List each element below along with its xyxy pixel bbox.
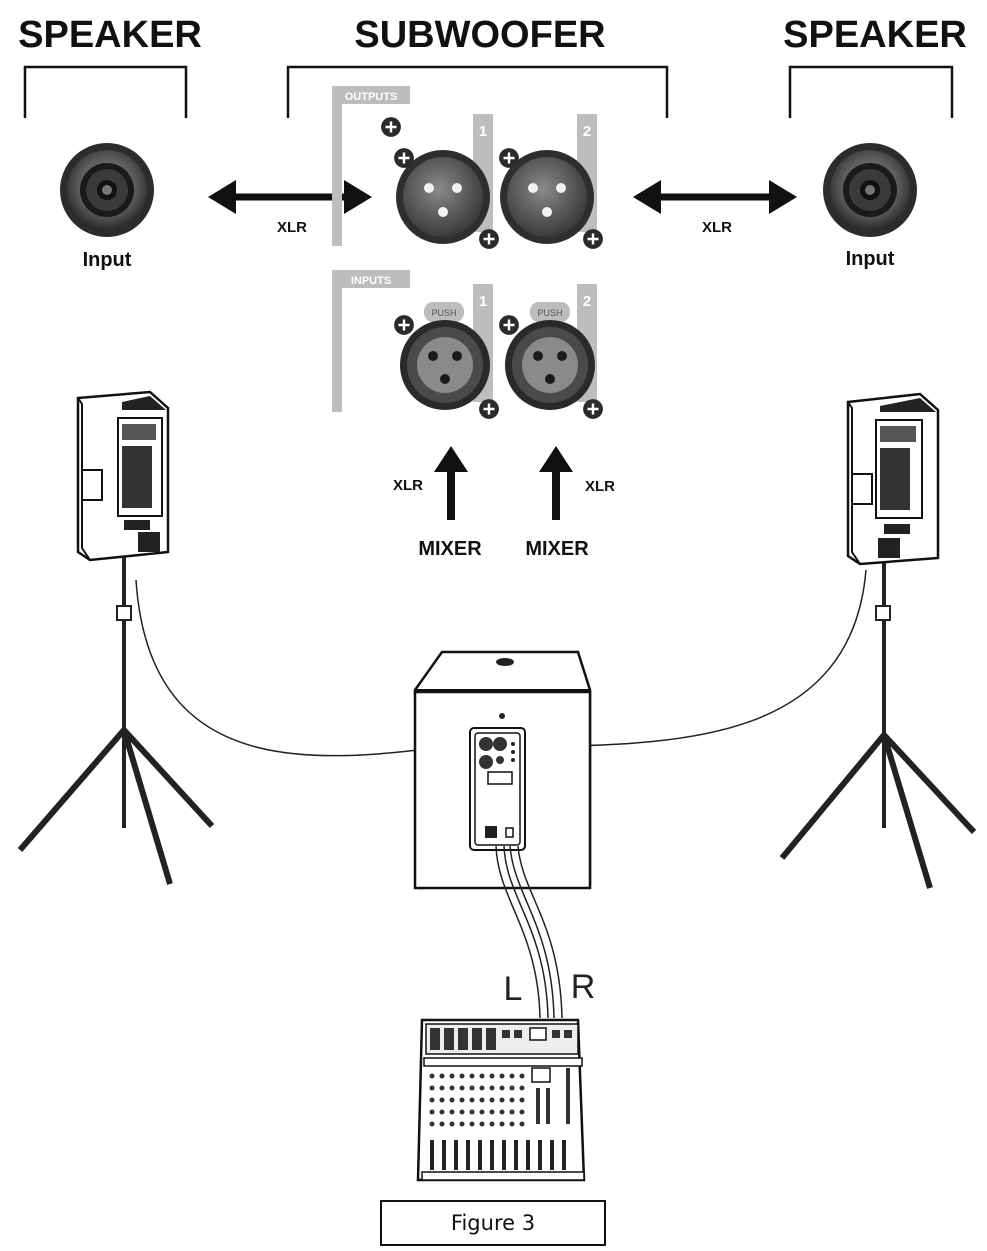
right-channel-label: R (571, 968, 596, 1006)
speaker-right-icon (779, 392, 977, 889)
double-arrow-left-icon (208, 180, 372, 214)
output-2-number: 2 (583, 123, 591, 140)
double-arrow-right-icon (633, 180, 797, 214)
subwoofer-bracket (286, 65, 669, 118)
cable-r-inner (509, 845, 555, 1019)
cable-l-inner (503, 845, 549, 1019)
xlr-right-label: XLR (702, 219, 732, 236)
input-right-label: Input (846, 248, 895, 270)
speaker-left-bracket (23, 65, 188, 118)
mixer-1-label: MIXER (418, 538, 482, 560)
outputs-tag: OUTPUTS (345, 91, 398, 103)
push-label-2: PUSH (537, 308, 562, 318)
xlr-female-input-1-icon: PUSH (393, 302, 500, 420)
push-label-1: PUSH (431, 308, 456, 318)
cable-r-outer (517, 845, 563, 1019)
mixer-icon (416, 1018, 586, 1182)
input-left-label: Input (83, 249, 132, 271)
arrow-up-input-1-icon (434, 446, 468, 520)
output-1-number: 1 (479, 123, 487, 140)
combo-input-right-icon (823, 143, 917, 237)
subwoofer-header: SUBWOOFER (354, 14, 605, 56)
figure-caption: Figure 3 (451, 1211, 535, 1235)
subwoofer-icon (413, 650, 592, 890)
screw-icon (380, 116, 402, 138)
speaker-left-header: SPEAKER (18, 14, 202, 56)
speaker-left-icon (17, 390, 215, 885)
combo-input-left-icon (60, 143, 154, 237)
input-1-number: 1 (479, 293, 487, 310)
cable-l-outer (495, 845, 541, 1019)
xlr-left-label: XLR (277, 219, 307, 236)
xlr-female-input-2-icon: PUSH (498, 302, 604, 420)
xlr-male-output-2-icon (498, 147, 604, 250)
xlr-input-2-label: XLR (585, 478, 615, 495)
speaker-right-header: SPEAKER (783, 14, 967, 56)
caption-box (380, 1200, 606, 1246)
inputs-tag: INPUTS (351, 275, 391, 287)
mixer-2-label: MIXER (525, 538, 589, 560)
xlr-input-1-label: XLR (393, 477, 423, 494)
xlr-male-output-1-icon (393, 147, 500, 250)
input-2-number: 2 (583, 293, 591, 310)
arrow-up-input-2-icon (539, 446, 573, 520)
left-channel-label: L (504, 970, 523, 1008)
speaker-right-bracket (788, 65, 954, 118)
